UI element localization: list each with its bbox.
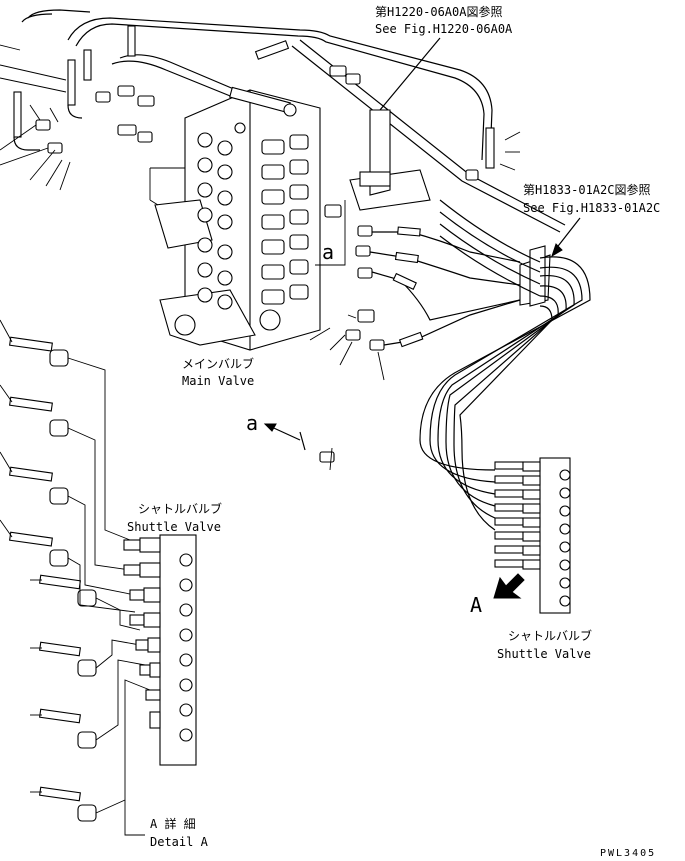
valve-port [259, 309, 281, 331]
detail-a-leaders [0, 319, 42, 793]
shuttle-valve-right-en: Shuttle Valve [497, 647, 591, 661]
detail-a [9, 336, 197, 836]
fitting [47, 142, 63, 154]
fitting [117, 85, 135, 97]
shuttle-valve-right [494, 457, 571, 614]
marker-a-tick [299, 431, 306, 451]
hose-end [127, 25, 136, 57]
leader-lines-left [0, 44, 521, 191]
main-valve-en: Main Valve [182, 374, 254, 388]
shuttle-valve-right-jp: シャトルバルブ [508, 628, 592, 643]
shuttle-valve-left-jp: シャトルバルブ [138, 501, 222, 516]
fitting [35, 119, 51, 131]
hose-end [13, 91, 22, 138]
shuttle-valve-right-body [539, 457, 571, 614]
marker-a-top: a [322, 240, 334, 264]
fitting [137, 95, 155, 107]
fitting [117, 124, 137, 136]
detail-a-jp: A 詳 細 [150, 816, 196, 831]
hose-end [254, 40, 290, 60]
fitting-loose [319, 451, 335, 463]
leader-arrowhead [551, 243, 563, 258]
fitting [329, 65, 347, 77]
hose-fittings-top-left [13, 25, 495, 181]
detail-a-hoses [9, 336, 151, 836]
shuttle-valve-left-en: Shuttle Valve [127, 520, 221, 534]
main-valve-side-block [154, 199, 213, 249]
hose-clamp [349, 109, 551, 307]
valve-port [174, 314, 196, 336]
view-a-label: A [470, 593, 482, 617]
fitting [95, 91, 111, 103]
shuttle-valve-left-body [159, 534, 197, 766]
reference-h1833-jp: 第H1833-01A2C図参照 [523, 182, 650, 197]
fitting [345, 73, 361, 85]
fitting [465, 169, 479, 181]
reference-h1220-en-text: See Fig.H1220-06A0A [375, 22, 513, 36]
view-a-indicator: A [470, 573, 525, 617]
valve-right-fittings [309, 204, 521, 471]
hose-end [67, 59, 76, 106]
shuttle-valve-right-label: シャトルバルブ Shuttle Valve [497, 628, 592, 661]
right-hose-bundle [419, 199, 591, 531]
marker-a-arrowhead [263, 423, 277, 432]
reference-h1833-leader [554, 217, 581, 251]
hose-end [485, 127, 495, 169]
main-valve-jp: メインバルブ [182, 356, 254, 371]
detail-a-en: Detail A [150, 835, 209, 849]
reference-h1220-jp: 第H1220-06A0A図参照 [375, 4, 502, 19]
reference-h1833: 第H1833-01A2C図参照 See Fig.H1833-01A2C [523, 182, 660, 258]
hose-end [83, 49, 92, 81]
main-valve [149, 86, 346, 351]
main-valve-label: メインバルブ Main Valve [182, 356, 254, 388]
marker-a: a a [246, 240, 334, 451]
valve-sections [197, 86, 309, 310]
marker-a-bottom: a [246, 411, 258, 435]
reference-h1833-en: See Fig.H1833-01A2C [523, 201, 660, 215]
shuttle-valve-left-label: シャトルバルブ Shuttle Valve [127, 501, 222, 534]
detail-a-label: A 詳 細 Detail A [150, 816, 209, 849]
drawing-code: PWL3405 [600, 848, 656, 859]
view-direction-arrow-icon [493, 573, 525, 599]
fitting [137, 131, 153, 143]
